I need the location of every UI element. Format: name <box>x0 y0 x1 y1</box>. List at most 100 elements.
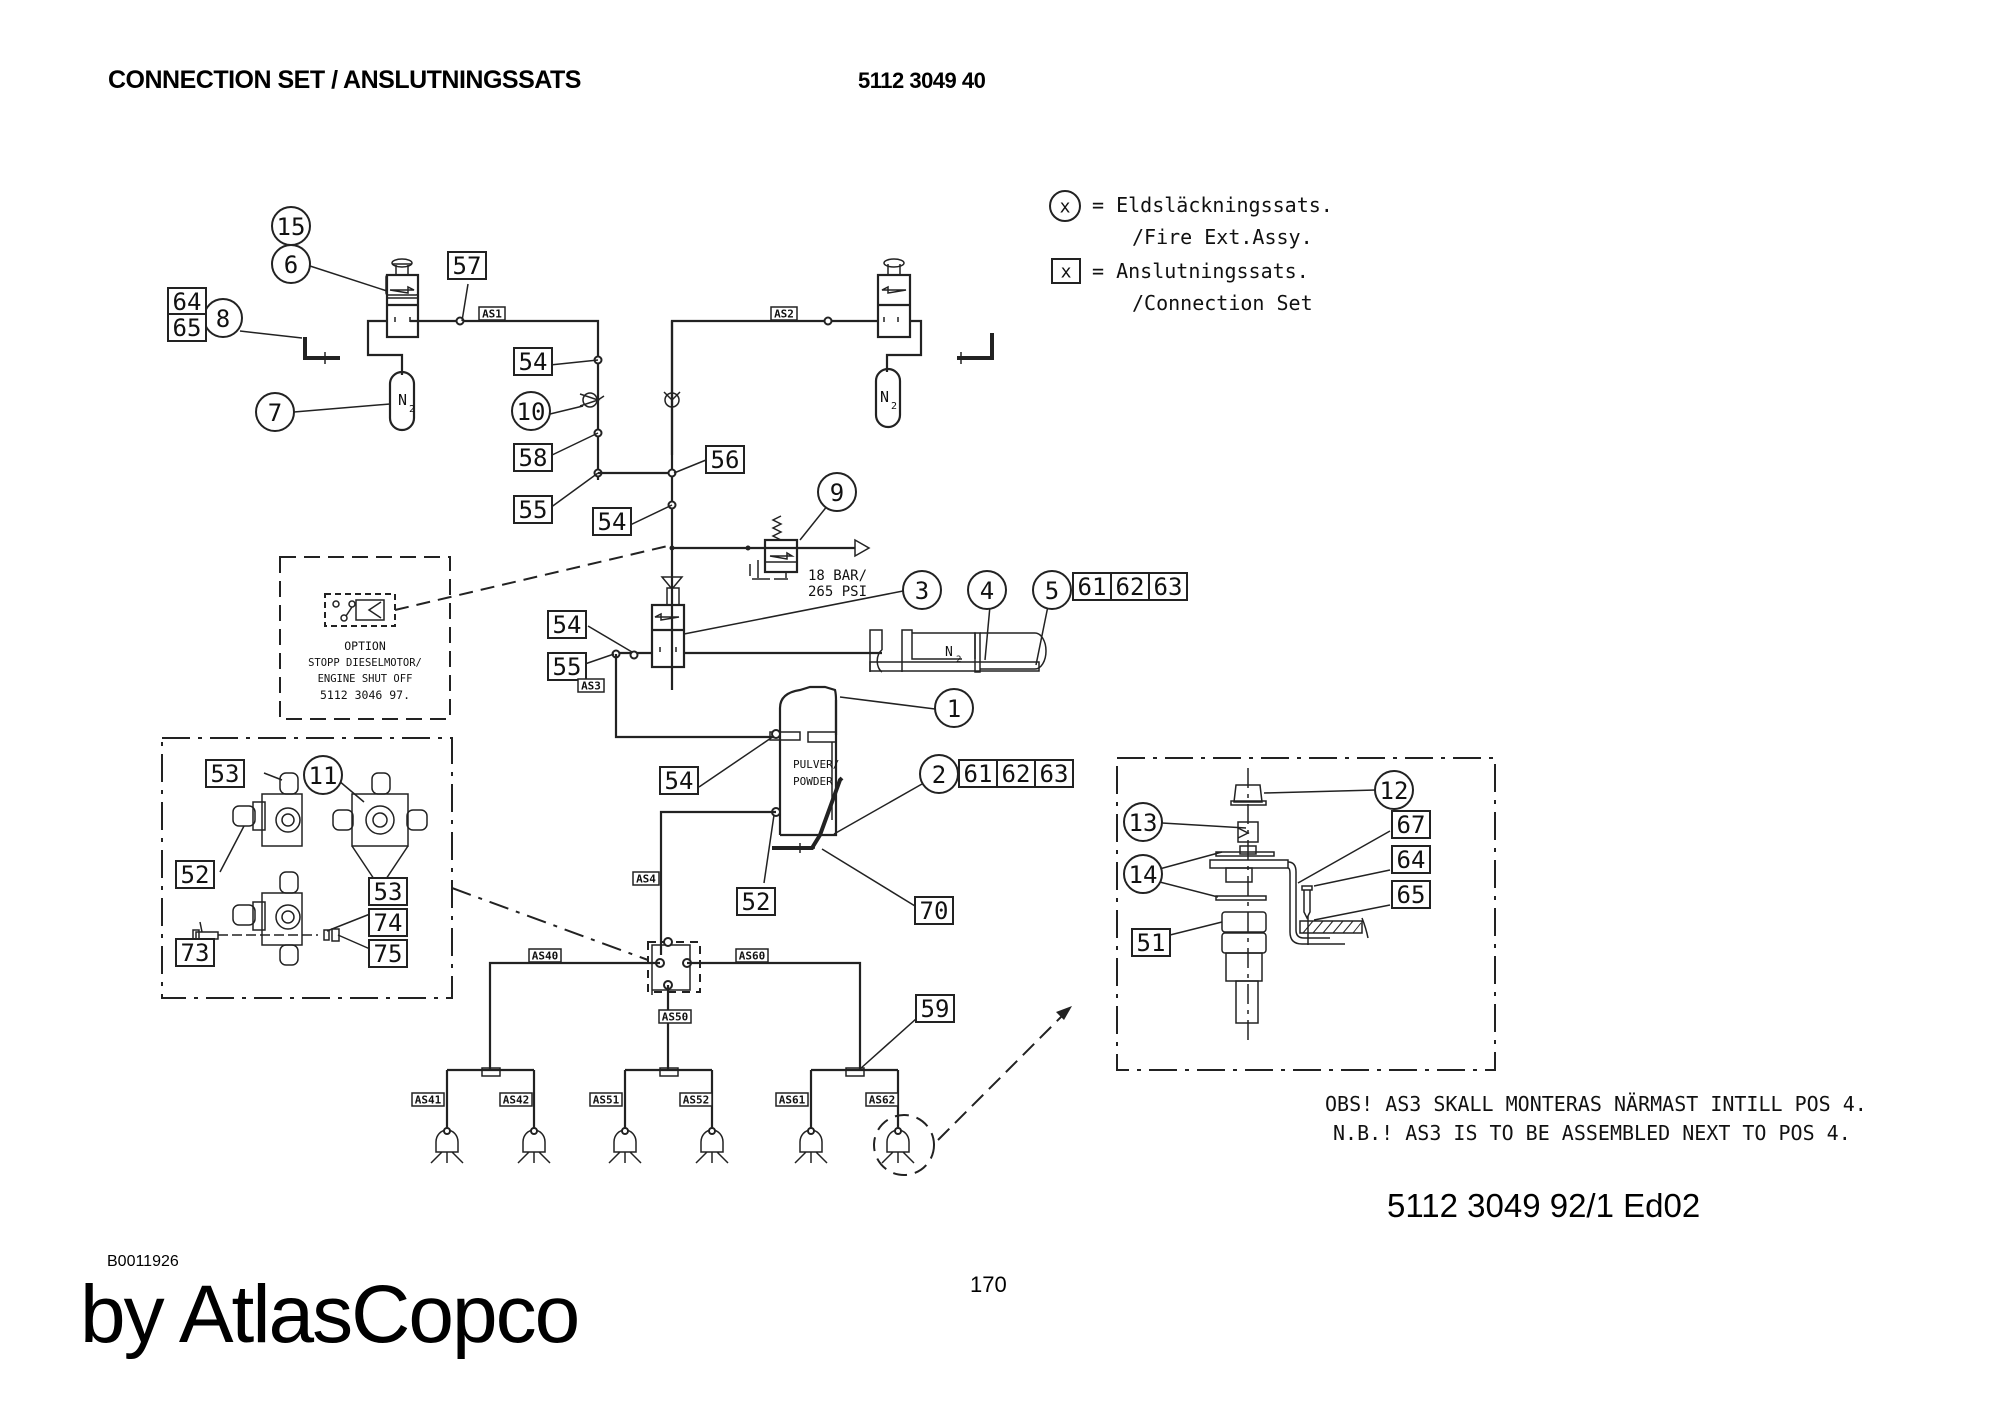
note-swedish: OBS! AS3 SKALL MONTERAS NÄRMAST INTILL P… <box>1325 1092 1867 1116</box>
item-box-b53b[interactable]: 53 <box>368 877 408 906</box>
hose-tag-label: AS2 <box>774 308 794 321</box>
item-box-label: 55 <box>519 496 548 524</box>
item-box-b64a[interactable]: 64 <box>167 287 207 316</box>
legend-circle-x: x <box>1060 197 1071 218</box>
item-box-b65b[interactable]: 65 <box>1391 880 1431 909</box>
distribution-block <box>647 937 701 995</box>
svg-text:14: 14 <box>1129 861 1158 889</box>
nozzles <box>430 1127 915 1164</box>
distribution-pipes <box>488 961 862 1070</box>
item-box-b70[interactable]: 70 <box>914 896 954 925</box>
item-box-label: 63 <box>1040 760 1069 788</box>
item-bubble-10[interactable] <box>511 391 551 431</box>
item-box-b63a[interactable]: 63 <box>1148 572 1188 601</box>
legend-square-symbol <box>1051 258 1081 284</box>
item-box-label: 54 <box>519 348 548 376</box>
page-number: 170 <box>970 1272 1007 1297</box>
item-box-b73[interactable]: 73 <box>175 938 215 967</box>
item-box-label: 53 <box>374 878 403 906</box>
hose-tag-label: AS61 <box>779 1094 806 1107</box>
item-box-b54a[interactable]: 54 <box>513 347 553 376</box>
item-bubble-4[interactable] <box>967 570 1007 610</box>
item-bubble-5[interactable] <box>1032 570 1072 610</box>
spray-nozzle <box>794 1127 828 1164</box>
item-bubble-14[interactable] <box>1123 854 1163 894</box>
item-box-label: 74 <box>374 909 403 937</box>
left-pipework <box>366 319 600 480</box>
hose-tag-as60: AS60 <box>735 948 769 963</box>
n2-cartridge: N 2 <box>869 629 1047 673</box>
item-box-b58[interactable]: 58 <box>513 443 553 472</box>
item-box-b55b[interactable]: 55 <box>547 652 587 681</box>
hose-tag-label: AS62 <box>869 1094 896 1107</box>
left-bracket <box>303 337 340 364</box>
item-box-b56[interactable]: 56 <box>705 445 745 474</box>
item-box-label: 52 <box>181 861 210 889</box>
item-box-label: 63 <box>1154 573 1183 601</box>
item-bubble-9[interactable] <box>817 472 857 512</box>
item-box-b62b[interactable]: 62 <box>996 759 1036 788</box>
legend-circle-symbol <box>1049 190 1081 222</box>
item-box-label: 54 <box>553 611 582 639</box>
item-box-b64b[interactable]: 64 <box>1391 845 1431 874</box>
item-box-label: 54 <box>665 767 694 795</box>
legend-square-line2: /Connection Set <box>1132 291 1313 315</box>
item-box-b51[interactable]: 51 <box>1131 928 1171 957</box>
svg-text:4: 4 <box>980 577 994 605</box>
item-box-b59[interactable]: 59 <box>915 994 955 1023</box>
page-title: CONNECTION SET / ANSLUTNINGSSATS <box>108 66 581 94</box>
hose-tag-as1: AS1 <box>478 306 506 321</box>
item-bubble-11[interactable] <box>303 755 343 795</box>
item-bubble-7[interactable] <box>255 392 295 432</box>
n2-subscript: 2 <box>409 404 415 415</box>
item-bubble-6[interactable] <box>271 244 311 284</box>
item-box-b57[interactable]: 57 <box>447 251 487 280</box>
item-box-b54b[interactable]: 54 <box>592 507 632 536</box>
hose-tag-label: AS4 <box>636 873 656 886</box>
item-bubble-12[interactable] <box>1374 770 1414 810</box>
item-box-label: 61 <box>1078 573 1107 601</box>
item-box-label: 70 <box>920 897 949 925</box>
svg-text:11: 11 <box>309 762 338 790</box>
item-box-label: 62 <box>1116 573 1145 601</box>
item-box-b62a[interactable]: 62 <box>1110 572 1150 601</box>
hose-tag-as41: AS41 <box>411 1092 445 1107</box>
item-bubble-1[interactable] <box>934 688 974 728</box>
item-box-b67[interactable]: 67 <box>1391 810 1431 839</box>
spray-nozzle <box>517 1127 551 1164</box>
item-box-b75[interactable]: 75 <box>368 939 408 968</box>
item-box-b74[interactable]: 74 <box>368 908 408 937</box>
left-manual-valve <box>385 258 420 339</box>
item-bubble-3[interactable] <box>902 570 942 610</box>
spray-nozzle <box>881 1127 915 1164</box>
item-box-b63b[interactable]: 63 <box>1034 759 1074 788</box>
item-box-label: 61 <box>964 760 993 788</box>
legend: x = Eldsläckningssats. /Fire Ext.Assy. x… <box>1049 190 1333 315</box>
item-box-b52a[interactable]: 52 <box>736 887 776 916</box>
item-box-label: 53 <box>211 760 240 788</box>
item-box-label: 56 <box>711 446 740 474</box>
detail-callout-circle <box>873 1114 935 1176</box>
detail-arrow <box>937 1009 1069 1141</box>
item-box-label: 52 <box>742 888 771 916</box>
item-box-b61b[interactable]: 61 <box>958 759 998 788</box>
item-box-b52b[interactable]: 52 <box>175 860 215 889</box>
hose-tag-as62: AS62 <box>865 1092 899 1107</box>
item-box-b61a[interactable]: 61 <box>1072 572 1112 601</box>
item-box-b54c[interactable]: 54 <box>547 610 587 639</box>
legend-square-line1: = Anslutningssats. <box>1092 259 1309 283</box>
hose-tag-label: AS50 <box>662 1011 689 1024</box>
item-box-b53a[interactable]: 53 <box>205 759 245 788</box>
item-box-b65a[interactable]: 65 <box>167 313 207 342</box>
item-box-b55a[interactable]: 55 <box>513 495 553 524</box>
hose-tag-as50: AS50 <box>658 1009 692 1024</box>
nozzle-group-left <box>445 1067 536 1130</box>
hose-tag-label: AS60 <box>739 950 766 963</box>
item-box-label: 58 <box>519 444 548 472</box>
central-line <box>598 321 674 690</box>
svg-text:3: 3 <box>915 577 929 605</box>
item-bubble-13[interactable] <box>1123 802 1163 842</box>
item-box-b54d[interactable]: 54 <box>659 766 699 795</box>
option-box: OPTION STOPP DIESELMOTOR/ ENGINE SHUT OF… <box>279 544 673 720</box>
